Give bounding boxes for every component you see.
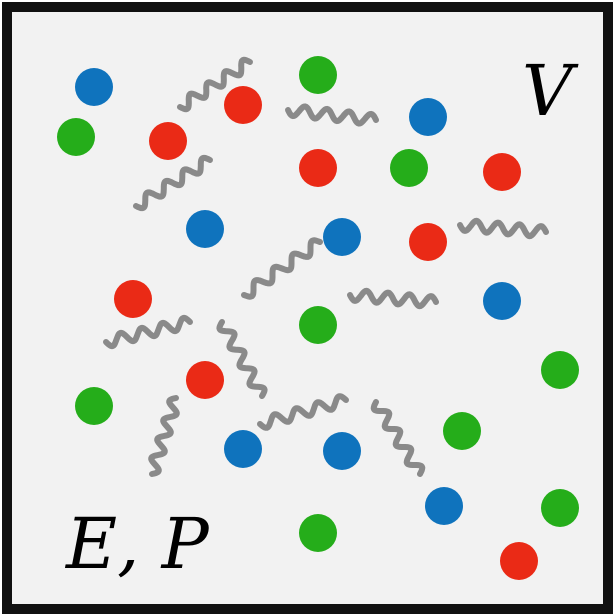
particle-blue (224, 430, 262, 468)
photon-wave (216, 319, 268, 399)
photon-wave (347, 287, 439, 310)
particle-blue (483, 282, 521, 320)
particle-green (443, 412, 481, 450)
particle-red (186, 361, 224, 399)
photon-wave (285, 103, 379, 127)
particle-red (224, 86, 262, 124)
photon-wave (241, 237, 323, 300)
volume-label: V (522, 50, 579, 132)
particle-green (541, 351, 579, 389)
photon-wave (133, 154, 213, 212)
energy-momentum-label: E, P (64, 503, 211, 585)
particle-green (541, 489, 579, 527)
particle-layer (57, 56, 579, 580)
particle-green (390, 149, 428, 187)
particle-green (299, 56, 337, 94)
particle-blue (409, 98, 447, 136)
particle-blue (323, 432, 361, 470)
photon-wave (257, 393, 349, 431)
particle-blue (425, 487, 463, 525)
particle-red (114, 280, 152, 318)
particle-green (299, 306, 337, 344)
particle-green (57, 118, 95, 156)
particle-blue (75, 68, 113, 106)
particle-red (149, 122, 187, 160)
particle-red (409, 223, 447, 261)
photon-layer (103, 56, 549, 477)
particle-blue (323, 218, 361, 256)
photon-wave (457, 217, 549, 240)
particle-green (75, 387, 113, 425)
particle-red (500, 542, 538, 580)
particle-red (299, 149, 337, 187)
particle-red (483, 153, 521, 191)
particle-green (299, 514, 337, 552)
photon-wave (370, 399, 426, 477)
particle-blue (186, 210, 224, 248)
photon-wave (148, 395, 180, 477)
photon-wave (103, 314, 193, 350)
photon-wave (177, 56, 253, 113)
